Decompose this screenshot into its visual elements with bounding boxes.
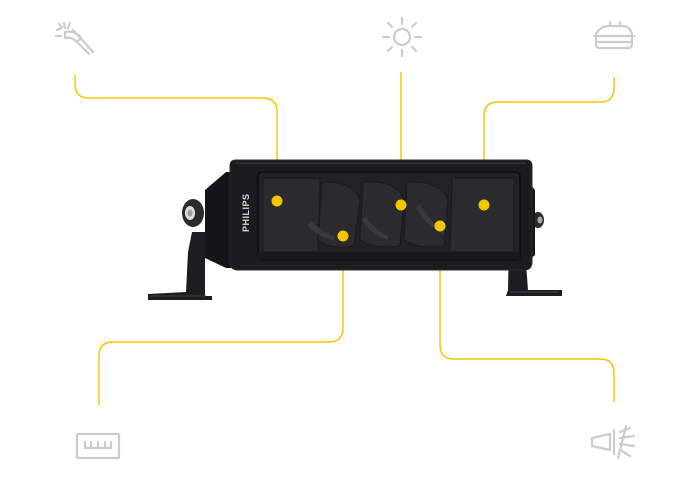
callout-line-top-left — [74, 75, 278, 200]
led-light-bar — [148, 159, 562, 300]
callout-line-bottom-right — [439, 226, 615, 402]
callout-line-bottom-left — [98, 236, 344, 405]
no-glare-icon — [53, 20, 99, 60]
reflectors — [262, 177, 515, 253]
callout-dot-top-left — [271, 195, 283, 207]
drive-beam-icon — [590, 424, 640, 462]
left-bracket — [148, 232, 212, 300]
callout-lines — [74, 72, 615, 405]
callout-line-top-right — [483, 77, 615, 204]
callout-dots — [271, 195, 490, 242]
bright-sun-icon — [380, 15, 424, 59]
vehicle-mount-icon — [590, 20, 638, 56]
callout-dot-bottom-right — [434, 220, 446, 232]
brand-logo: PHILIPS — [241, 193, 251, 232]
callout-dot-top-right — [478, 199, 490, 211]
width-beam-icon — [75, 432, 121, 460]
callout-dot-top-center — [395, 199, 407, 211]
callout-dot-bottom-left — [337, 230, 349, 242]
